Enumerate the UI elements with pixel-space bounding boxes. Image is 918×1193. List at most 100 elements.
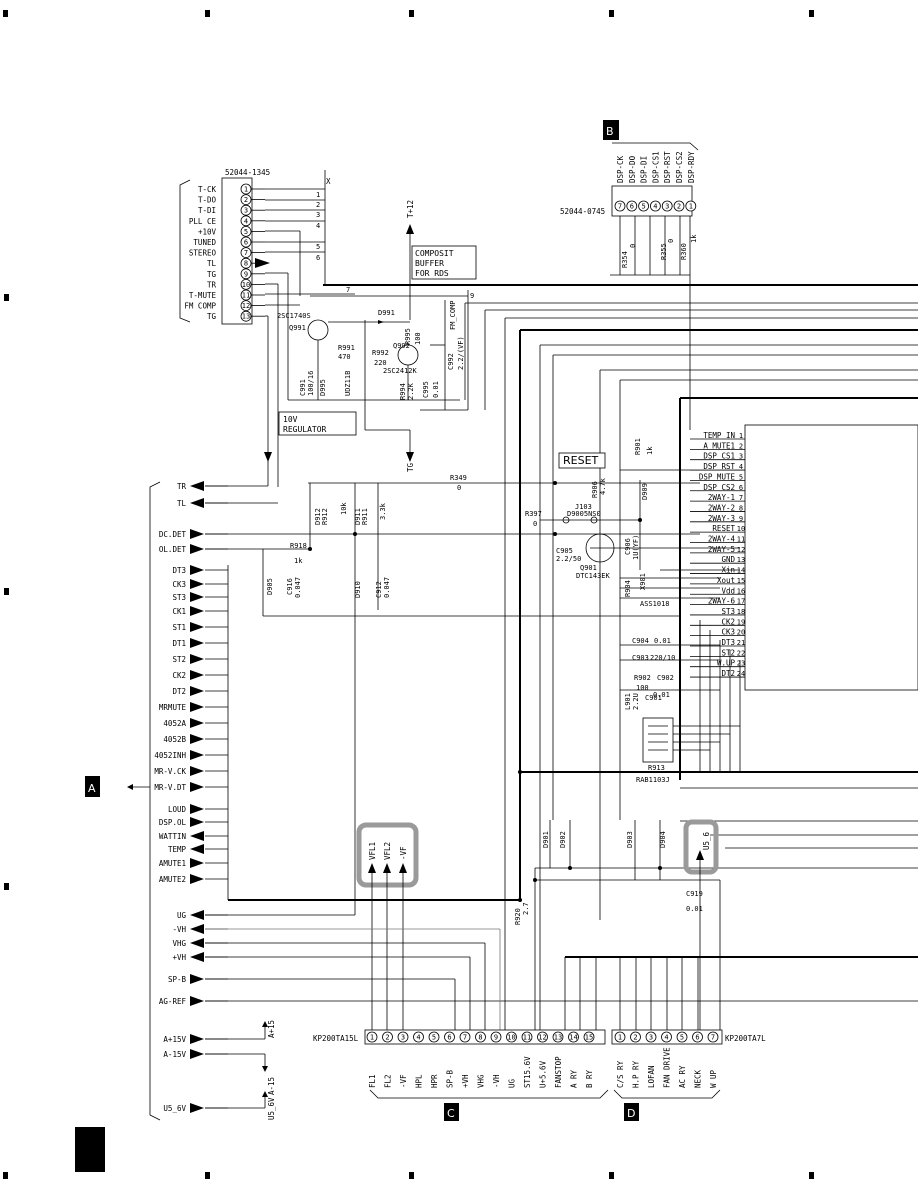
r994-ref: R994 — [399, 383, 407, 400]
signal-arrow-icon — [190, 996, 204, 1006]
signal-arrow-icon — [190, 565, 204, 575]
d995-ref: D995 — [319, 379, 327, 396]
signal-arrow-icon — [190, 952, 204, 962]
r913-type: RAB1103J — [636, 776, 670, 784]
tuner-pin-label: TG — [207, 270, 217, 279]
c919-ref: C919 — [686, 890, 703, 898]
signal-label: CK1 — [172, 607, 186, 616]
row-mark — [4, 294, 9, 301]
right-pin-label: W UP — [709, 1069, 718, 1088]
left-pin-label: FL1 — [368, 1074, 377, 1088]
ic-pin-name: CK2 — [721, 617, 735, 626]
signal-label: TL — [177, 499, 187, 508]
signal-label: AMUTE2 — [159, 875, 186, 884]
left-pin-number: 14 — [569, 1034, 577, 1042]
ic-pin-number: 14 — [737, 567, 745, 575]
signal-label: ST3 — [172, 593, 186, 602]
right-pin-circle — [645, 1031, 657, 1043]
ic-pin-number: 6 — [739, 484, 743, 492]
highlight-boxes: VFL1 VFL2 -VF U5_6 — [356, 819, 719, 1030]
c904-val: 0.01 — [654, 637, 671, 645]
c916-val: 0.047 — [294, 577, 302, 598]
ic-pin-name: DSP RST — [703, 462, 735, 471]
signal-label: LOUD — [168, 805, 187, 814]
signal-label: AMUTE1 — [159, 859, 186, 868]
t12-arrow-icon — [406, 224, 414, 234]
right-pin-number: 5 — [680, 1034, 684, 1042]
left-pin-number: 4 — [416, 1034, 420, 1042]
q901-ref: Q901 — [580, 564, 597, 572]
ic-pin-name: TEMP IN — [703, 431, 735, 440]
r397-val: 0 — [533, 520, 537, 528]
signal-arrow-icon — [190, 924, 204, 934]
u5-label: U5_6 — [702, 831, 711, 850]
tuner-pin-number: 13 — [242, 313, 250, 321]
ic-pin-number: 7 — [739, 494, 743, 502]
r911-val: 3.3k — [379, 502, 387, 520]
right-pin-number: 1 — [618, 1034, 622, 1042]
signal-label: CK2 — [172, 671, 186, 680]
r994-val: 2.2K — [407, 382, 415, 400]
ic-pin-name: Vdd — [721, 586, 735, 595]
svg-text:5: 5 — [316, 243, 320, 251]
c906-val: 1U(YF) — [632, 535, 640, 560]
dsp-pin-label: DSP-CS1 — [651, 151, 660, 183]
r995-ref: R995 — [404, 328, 412, 345]
c916-ref: C916 — [286, 578, 294, 595]
dsp-pin-circle — [626, 200, 638, 212]
composite-buffer-section: COMPOSIT BUFFER FOR RDS T+12 10V REGULAT… — [277, 200, 477, 472]
left-pin-circle — [490, 1031, 502, 1043]
left-pin-circle — [413, 1031, 424, 1043]
signal-arrow-icon — [190, 938, 204, 948]
svg-text:4: 4 — [316, 222, 320, 230]
r354-val: 0 — [629, 244, 637, 248]
r349-val: 0 — [457, 484, 461, 492]
svg-text:2: 2 — [316, 201, 320, 209]
dsp-pin-number: 7 — [618, 203, 622, 211]
q901-transistor — [585, 533, 615, 563]
dsp-pin-number: 2 — [677, 203, 681, 211]
c901-ref: C901 — [645, 694, 662, 702]
q992-type: 2SC2412K — [383, 367, 418, 375]
r360-ref: R360 — [680, 243, 688, 260]
left-pin-number: 7 — [463, 1034, 467, 1042]
signal-arrow-icon — [190, 592, 204, 602]
tuner-pin-label: T-CK — [198, 185, 217, 194]
c901-val: 0.01 — [653, 691, 670, 699]
fm-comp-label: FM_COMP — [449, 300, 457, 330]
a-plus-15-label: A+15 — [267, 1020, 276, 1038]
signal-arrow-icon — [190, 766, 204, 776]
signal-arrow-icon — [190, 481, 204, 491]
left-connector-part: KP200TA15L — [313, 1034, 359, 1043]
d905-label: D905 — [266, 578, 274, 595]
composite-buffer-label-box — [411, 245, 477, 280]
d909-label: D909 — [641, 483, 649, 500]
c902-label: C902 — [657, 674, 674, 682]
tuner-pin-number: 3 — [244, 207, 248, 215]
signal-arrow-icon — [190, 686, 204, 696]
bottom-diodes: D901 D902 D903 D904 C919 0.01 R920 2.7 — [514, 770, 721, 1030]
r918-val: 1k — [294, 557, 303, 565]
c991-val: 100/16 — [307, 371, 315, 396]
tuner-pin-number: 9 — [244, 270, 248, 278]
signal-label: U5_6V — [163, 1104, 186, 1113]
right-pin-circle — [661, 1031, 672, 1043]
tuner-pin-label: TL — [207, 259, 217, 268]
right-pin-label: H.P RY — [632, 1060, 641, 1088]
tuner-pin-number: 2 — [244, 196, 248, 204]
tuner-pin-number: 11 — [242, 292, 250, 300]
ic-pin-name: ST3 — [721, 607, 735, 616]
tuner-pin-number: 1 — [244, 186, 248, 194]
r918-ref: R918 — [290, 542, 307, 550]
dsp-connector-part: 52044-0745 — [560, 207, 605, 216]
ic-pin-name: 2WAY-2 — [708, 503, 735, 512]
left-pin-label: FANSTOP — [554, 1056, 563, 1088]
c992-ref: C992 — [447, 353, 455, 370]
r911-ref: R911 — [361, 508, 369, 525]
q992-ref: Q992 — [393, 342, 410, 350]
signal-label: MR-V.DT — [154, 783, 186, 792]
left-pin-number: 12 — [538, 1034, 546, 1042]
r902-val: 100 — [636, 684, 649, 692]
connector-b-marker — [603, 120, 619, 140]
dsp-pin-number: 4 — [653, 203, 657, 211]
